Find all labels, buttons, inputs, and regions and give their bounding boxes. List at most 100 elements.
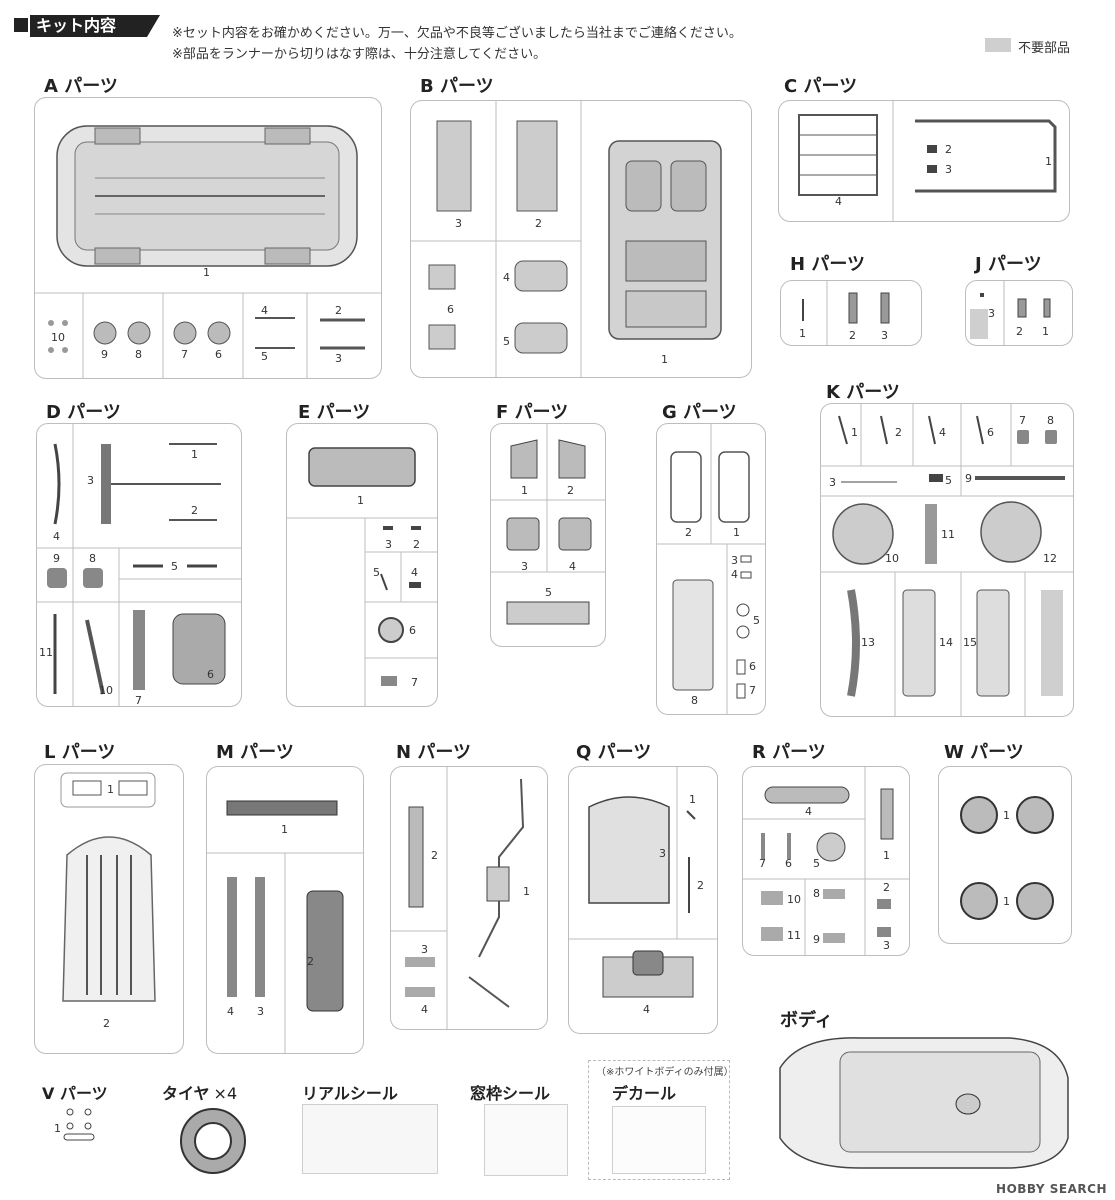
svg-text:5: 5 bbox=[753, 614, 760, 627]
title-k-parts: K パーツ bbox=[826, 382, 900, 403]
panel-a-parts: 1 10 9 8 7 6 4 5 2 3 bbox=[34, 97, 382, 379]
e-parts-drawing: 1 3 2 5 4 6 7 bbox=[287, 447, 437, 706]
svg-text:2: 2 bbox=[335, 304, 342, 317]
svg-text:6: 6 bbox=[409, 624, 416, 637]
title-n-parts: N パーツ bbox=[396, 742, 471, 763]
svg-text:7: 7 bbox=[411, 676, 418, 689]
section-badge: キット内容 bbox=[10, 10, 160, 40]
svg-text:7: 7 bbox=[181, 348, 188, 361]
svg-text:6: 6 bbox=[749, 660, 756, 673]
svg-text:2: 2 bbox=[1016, 325, 1023, 338]
f-parts-drawing: 1 2 3 4 5 bbox=[491, 424, 605, 625]
title-m-parts: M パーツ bbox=[216, 742, 294, 763]
tire-name: タイヤ bbox=[162, 1084, 210, 1103]
svg-text:4: 4 bbox=[411, 566, 418, 579]
svg-text:1: 1 bbox=[203, 266, 210, 279]
svg-text:1: 1 bbox=[281, 823, 288, 836]
svg-text:1: 1 bbox=[689, 793, 696, 806]
title-h-parts: H パーツ bbox=[790, 254, 865, 275]
svg-text:1: 1 bbox=[851, 426, 858, 439]
svg-text:13: 13 bbox=[861, 636, 875, 649]
svg-text:2: 2 bbox=[413, 538, 420, 551]
title-d-parts: D パーツ bbox=[46, 402, 121, 423]
svg-text:3: 3 bbox=[421, 943, 428, 956]
tire-drawing bbox=[178, 1106, 248, 1176]
svg-text:2: 2 bbox=[945, 143, 952, 156]
svg-text:1: 1 bbox=[883, 849, 890, 862]
d-parts-drawing: 4 3 1 2 9 8 5 11 10 7 6 bbox=[37, 424, 241, 706]
svg-text:6: 6 bbox=[447, 303, 454, 316]
svg-text:3: 3 bbox=[829, 476, 836, 489]
r-parts-drawing: 4 1 7 6 5 10 11 8 9 2 3 bbox=[743, 767, 909, 955]
svg-text:10: 10 bbox=[885, 552, 899, 565]
svg-text:3: 3 bbox=[87, 474, 94, 487]
svg-text:1: 1 bbox=[54, 1122, 61, 1135]
panel-r-parts: 4 1 7 6 5 10 11 8 9 2 3 bbox=[742, 766, 910, 956]
svg-text:8: 8 bbox=[1047, 414, 1054, 427]
badge-label: キット内容 bbox=[30, 15, 160, 37]
svg-text:7: 7 bbox=[759, 857, 766, 870]
panel-b-parts: 3 2 6 4 5 1 bbox=[410, 100, 752, 378]
real-seal-label: リアルシール bbox=[302, 1084, 398, 1103]
n-parts-drawing: 2 1 3 4 bbox=[391, 767, 530, 1029]
svg-text:11: 11 bbox=[941, 528, 955, 541]
svg-text:3: 3 bbox=[659, 847, 666, 860]
svg-text:9: 9 bbox=[53, 552, 60, 565]
title-g-parts: G パーツ bbox=[662, 402, 737, 423]
decal-label: デカール bbox=[612, 1084, 677, 1103]
decal-note: （※ホワイトボディのみ付属） bbox=[596, 1067, 734, 1078]
svg-text:5: 5 bbox=[373, 566, 380, 579]
svg-text:4: 4 bbox=[421, 1003, 428, 1016]
a-parts-drawing: 1 10 9 8 7 6 4 5 2 3 bbox=[35, 125, 381, 378]
c-parts-drawing: 4 1 2 3 bbox=[798, 101, 1057, 221]
title-e-parts: E パーツ bbox=[298, 402, 371, 423]
svg-text:5: 5 bbox=[813, 857, 820, 870]
svg-text:1: 1 bbox=[661, 353, 668, 366]
k-parts-drawing: 1 2 4 6 7 8 3 5 9 10 11 12 13 14 15 bbox=[821, 404, 1073, 716]
title-j-parts: J パーツ bbox=[975, 254, 1042, 275]
w-parts-drawing: 1 1 bbox=[960, 796, 1054, 920]
svg-text:3: 3 bbox=[731, 554, 738, 567]
svg-text:1: 1 bbox=[523, 885, 530, 898]
tire-count: ×4 bbox=[213, 1084, 238, 1103]
svg-text:14: 14 bbox=[939, 636, 953, 649]
svg-text:2: 2 bbox=[697, 879, 704, 892]
svg-text:4: 4 bbox=[53, 530, 60, 543]
panel-k-parts: 1 2 4 6 7 8 3 5 9 10 11 12 13 14 15 bbox=[820, 403, 1074, 717]
title-q-parts: Q パーツ bbox=[576, 742, 652, 763]
svg-text:2: 2 bbox=[103, 1017, 110, 1030]
svg-text:4: 4 bbox=[643, 1003, 650, 1016]
svg-text:8: 8 bbox=[691, 694, 698, 707]
svg-text:7: 7 bbox=[1019, 414, 1026, 427]
svg-text:1: 1 bbox=[191, 448, 198, 461]
svg-text:10: 10 bbox=[99, 684, 113, 697]
real-seal-sheet bbox=[302, 1104, 438, 1174]
note-check-contents: ※セット内容をお確かめください。万一、欠品や不良等ございましたら当社までご連絡く… bbox=[172, 26, 742, 41]
title-b-parts: B パーツ bbox=[420, 76, 494, 97]
window-seal-label: 窓枠シール bbox=[470, 1084, 551, 1103]
decal-sheet bbox=[612, 1106, 706, 1174]
svg-text:9: 9 bbox=[965, 472, 972, 485]
svg-text:5: 5 bbox=[503, 335, 510, 348]
svg-text:3: 3 bbox=[455, 217, 462, 230]
svg-text:4: 4 bbox=[835, 195, 842, 208]
svg-text:2: 2 bbox=[307, 955, 314, 968]
svg-text:2: 2 bbox=[431, 849, 438, 862]
panel-c-parts: 4 1 2 3 bbox=[778, 100, 1070, 222]
title-r-parts: R パーツ bbox=[752, 742, 826, 763]
body-drawing bbox=[760, 1028, 1080, 1174]
g-parts-drawing: 2 1 8 3 4 5 6 7 bbox=[657, 424, 765, 714]
svg-text:3: 3 bbox=[521, 560, 528, 573]
v-parts-drawing: 1 bbox=[54, 1104, 114, 1154]
svg-text:3: 3 bbox=[257, 1005, 264, 1018]
panel-n-parts: 2 1 3 4 bbox=[390, 766, 548, 1030]
panel-j-parts: 3 2 1 bbox=[965, 280, 1073, 346]
m-parts-drawing: 1 4 3 2 bbox=[207, 800, 363, 1053]
l-parts-drawing: 1 2 bbox=[60, 772, 156, 1030]
svg-text:7: 7 bbox=[749, 684, 756, 697]
title-w-parts: W パーツ bbox=[944, 742, 1024, 763]
note-cut-carefully: ※部品をランナーから切りはなす際は、十分注意してください。 bbox=[172, 47, 547, 62]
svg-text:11: 11 bbox=[787, 929, 801, 942]
svg-text:1: 1 bbox=[1042, 325, 1049, 338]
panel-q-parts: 3 1 2 4 bbox=[568, 766, 718, 1034]
